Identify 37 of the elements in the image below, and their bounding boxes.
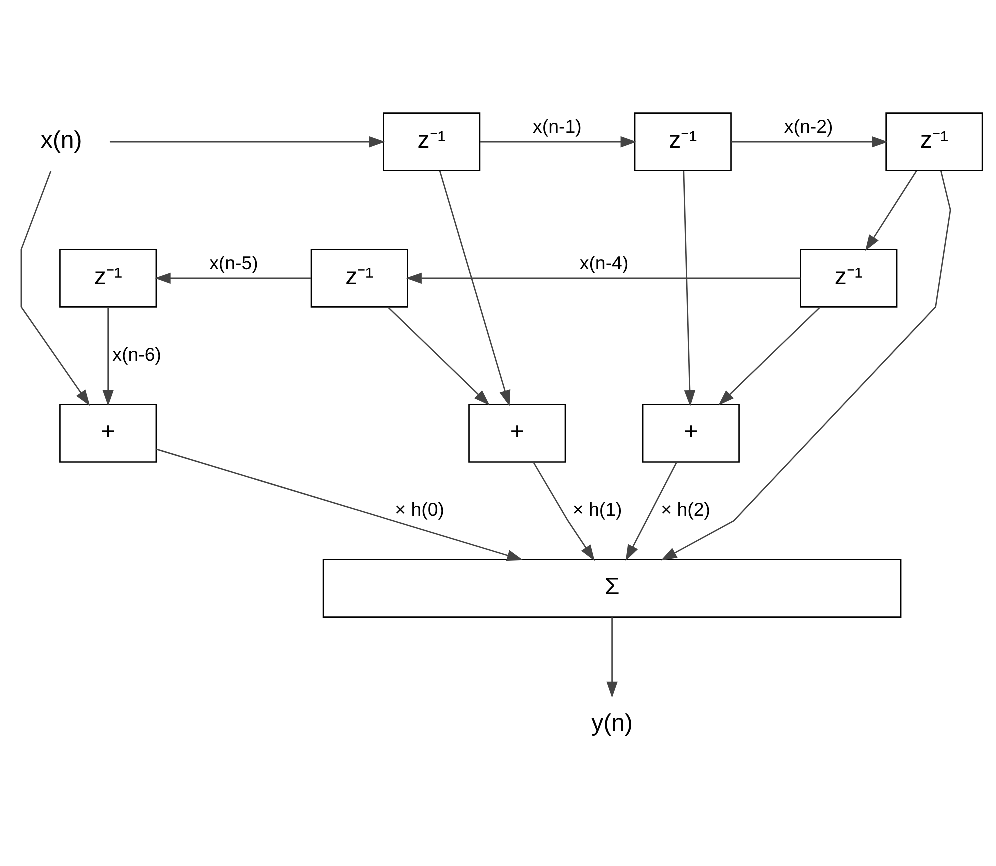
edge-label: x(n-5) (210, 252, 258, 273)
node-box: + (642, 404, 740, 462)
edge-label: x(n-4) (580, 252, 629, 273)
arrow (718, 306, 821, 406)
arrow (606, 617, 618, 698)
arrow (388, 306, 490, 406)
arrow (683, 170, 696, 406)
node-box: z⁻¹ (383, 112, 481, 171)
arrow (732, 136, 888, 148)
node-box: z⁻¹ (800, 248, 898, 308)
node-box: z⁻¹ (886, 112, 984, 171)
node-box: z⁻¹ (310, 248, 408, 308)
arrow (480, 136, 637, 148)
arrow (156, 448, 524, 561)
arrow (866, 170, 918, 251)
arrow (154, 272, 312, 284)
node-text: y(n) (592, 709, 634, 736)
node-box: + (468, 404, 566, 462)
arrow (110, 136, 386, 148)
edge-label: x(n-1) (533, 115, 582, 136)
edge-label: x(n-6) (112, 343, 162, 364)
node-text: x(n) (40, 126, 82, 154)
edge-label: x(n-2) (784, 115, 834, 136)
arrow (533, 462, 595, 561)
node-box: z⁻¹ (634, 112, 732, 171)
node-box: + (60, 404, 158, 462)
arrow (439, 170, 511, 406)
arrow (20, 170, 90, 406)
arrow (661, 170, 952, 560)
node-box: Σ (322, 558, 902, 618)
edge-label: × h(0) (395, 498, 444, 520)
arrow (626, 462, 678, 561)
edge-label: × h(2) (661, 498, 711, 520)
arrow (102, 306, 114, 406)
edge-label: × h(1) (572, 498, 622, 520)
arrow (406, 272, 801, 284)
node-box: z⁻¹ (60, 248, 158, 308)
